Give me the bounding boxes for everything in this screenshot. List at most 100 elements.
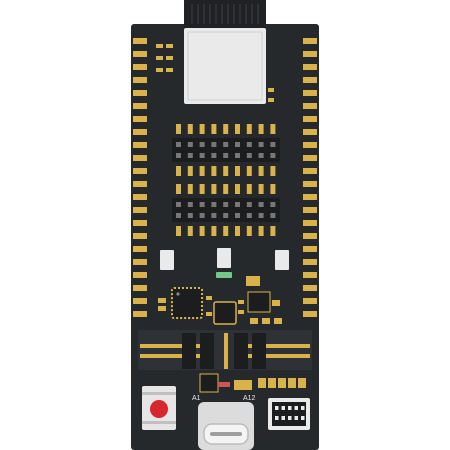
edge-pad bbox=[133, 64, 147, 70]
header-pin-hole bbox=[176, 213, 181, 218]
debug-pin bbox=[294, 406, 298, 410]
header-pin-hole bbox=[246, 202, 252, 207]
edge-pad bbox=[303, 142, 317, 148]
usb-bridge-chip bbox=[171, 287, 203, 319]
edge-pad bbox=[133, 90, 147, 96]
header-pin bbox=[258, 226, 264, 236]
debug-pin bbox=[301, 416, 305, 420]
header-pin bbox=[211, 124, 217, 134]
header-pin-hole bbox=[258, 202, 264, 207]
edge-pad bbox=[303, 298, 317, 304]
header-pin-hole bbox=[235, 142, 240, 147]
edge-pad bbox=[303, 285, 317, 291]
edge-pad bbox=[133, 233, 147, 239]
header-pin bbox=[270, 124, 276, 134]
header-pin-hole bbox=[187, 202, 193, 207]
transistor bbox=[213, 301, 237, 325]
header-pin-hole bbox=[199, 213, 205, 218]
header-pin bbox=[235, 226, 240, 236]
regulator bbox=[246, 276, 280, 313]
edge-pad bbox=[303, 259, 317, 265]
edge-pad bbox=[303, 272, 317, 278]
debug-pin bbox=[288, 416, 292, 420]
test-pads bbox=[160, 248, 289, 270]
edge-pad bbox=[133, 38, 147, 44]
debug-pin bbox=[281, 416, 285, 420]
usb-label-a12: A12 bbox=[243, 395, 256, 402]
header-pin-hole bbox=[176, 142, 181, 147]
header-pin-hole bbox=[235, 202, 240, 207]
castellated-pads bbox=[133, 38, 317, 317]
header-pin bbox=[187, 184, 193, 194]
edge-pad bbox=[303, 38, 317, 44]
edge-pad bbox=[133, 116, 147, 122]
header-pin bbox=[223, 166, 229, 176]
edge-pad bbox=[133, 220, 147, 226]
header-pin-hole bbox=[235, 153, 240, 158]
edge-pad bbox=[303, 155, 317, 161]
header-pin-hole bbox=[199, 153, 205, 158]
edge-pad bbox=[303, 181, 317, 187]
usb-area-parts bbox=[199, 373, 306, 393]
edge-pad bbox=[303, 233, 317, 239]
header-pin-hole bbox=[246, 153, 252, 158]
usb-c-connector-icon bbox=[198, 402, 254, 450]
edge-pad bbox=[303, 311, 317, 317]
header-pin bbox=[223, 124, 229, 134]
edge-pad bbox=[303, 220, 317, 226]
reset-button-icon bbox=[142, 386, 176, 430]
usb-label-a1: A1 bbox=[192, 395, 201, 402]
debug-pin bbox=[288, 406, 292, 410]
header-pin-hole bbox=[270, 213, 276, 218]
header-pin bbox=[211, 226, 217, 236]
edge-pad bbox=[303, 116, 317, 122]
edge-pad bbox=[133, 129, 147, 135]
edge-pad bbox=[133, 181, 147, 187]
header-pin-hole bbox=[235, 213, 240, 218]
header-pin-hole bbox=[176, 153, 181, 158]
header-pin bbox=[246, 226, 252, 236]
header-pin-hole bbox=[258, 153, 264, 158]
debug-pin bbox=[294, 416, 298, 420]
header-pin bbox=[270, 184, 276, 194]
passive-components bbox=[156, 44, 274, 102]
header-pin bbox=[270, 226, 276, 236]
header-pin bbox=[235, 124, 240, 134]
header-pin-hole bbox=[211, 153, 217, 158]
edge-pad bbox=[133, 311, 147, 317]
header-pin bbox=[176, 226, 181, 236]
header-pin-hole bbox=[187, 153, 193, 158]
header-pin-hole bbox=[270, 153, 276, 158]
header-pin-hole bbox=[258, 213, 264, 218]
header-pin-hole bbox=[258, 142, 264, 147]
module-shield bbox=[184, 28, 266, 104]
header-pin-hole bbox=[211, 213, 217, 218]
header-pin-hole bbox=[211, 202, 217, 207]
header-pin bbox=[199, 226, 205, 236]
header-pin bbox=[211, 166, 217, 176]
header-pin-hole bbox=[199, 202, 205, 207]
edge-pad bbox=[133, 246, 147, 252]
header-pin bbox=[258, 184, 264, 194]
edge-pad bbox=[303, 103, 317, 109]
header-pin-hole bbox=[246, 213, 252, 218]
header-pin-hole bbox=[246, 142, 252, 147]
header-pin bbox=[199, 124, 205, 134]
header-pin bbox=[211, 184, 217, 194]
edge-pad bbox=[133, 272, 147, 278]
header-pin-hole bbox=[187, 213, 193, 218]
edge-pad bbox=[133, 142, 147, 148]
header-pin-hole bbox=[199, 142, 205, 147]
edge-pad bbox=[133, 298, 147, 304]
pin-headers bbox=[172, 124, 280, 236]
header-pin-hole bbox=[223, 213, 229, 218]
header-pin-hole bbox=[211, 142, 217, 147]
header-pin bbox=[176, 166, 181, 176]
debug-connector bbox=[268, 398, 310, 430]
header-pin bbox=[246, 166, 252, 176]
header-pin bbox=[176, 184, 181, 194]
header-pin-hole bbox=[270, 202, 276, 207]
header-pin-hole bbox=[223, 153, 229, 158]
edge-pad bbox=[133, 51, 147, 57]
